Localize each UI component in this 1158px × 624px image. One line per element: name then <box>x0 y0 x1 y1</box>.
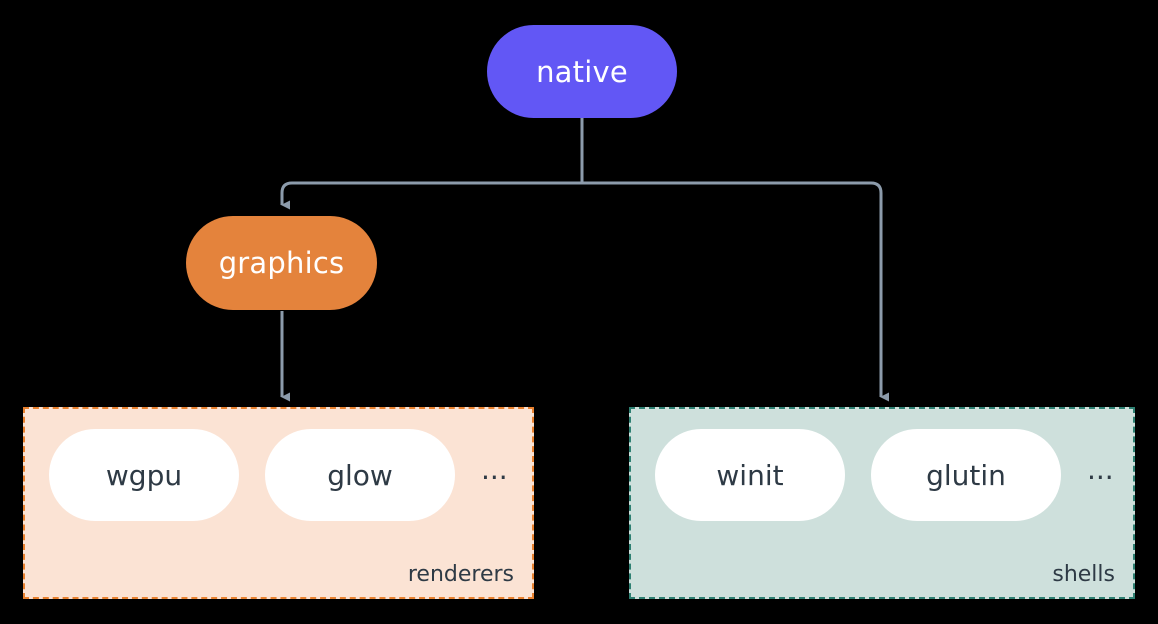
group-shells-label: shells <box>1052 562 1115 587</box>
pill-label: wgpu <box>105 458 183 492</box>
group-shells: winit glutin ... shells <box>629 407 1135 599</box>
list-item[interactable]: wgpu <box>49 429 239 521</box>
group-renderers-items: wgpu glow ... <box>49 429 508 521</box>
node-graphics-label: graphics <box>218 246 345 280</box>
group-shells-items: winit glutin ... <box>655 429 1114 521</box>
overflow-ellipsis: ... <box>481 453 508 486</box>
list-item[interactable]: winit <box>655 429 845 521</box>
edge-native-to-graphics <box>280 181 582 210</box>
pill-label: winit <box>716 458 784 492</box>
overflow-ellipsis: ... <box>1087 453 1114 486</box>
list-item[interactable]: glutin <box>871 429 1061 521</box>
group-renderers: wgpu glow ... renderers <box>23 407 534 599</box>
node-graphics[interactable]: graphics <box>186 216 377 310</box>
edge-native-to-shells <box>582 181 889 402</box>
pill-label: glutin <box>926 458 1006 492</box>
node-native-label: native <box>536 54 628 89</box>
node-native[interactable]: native <box>487 25 677 118</box>
pill-label: glow <box>327 458 393 492</box>
list-item[interactable]: glow <box>265 429 455 521</box>
group-renderers-label: renderers <box>407 562 514 587</box>
